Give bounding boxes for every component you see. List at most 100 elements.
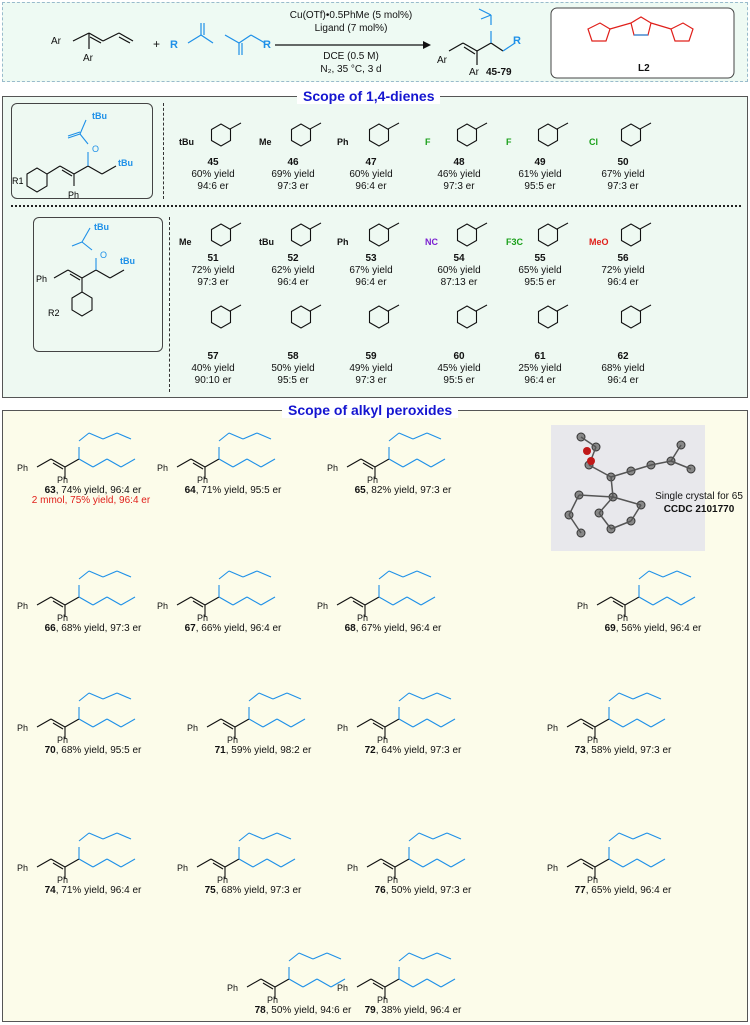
svg-text:Ph: Ph: [347, 863, 358, 873]
svg-text:Ph: Ph: [197, 475, 208, 483]
product-number-74: 74: [44, 885, 56, 896]
svg-text:O: O: [92, 144, 99, 154]
aryl-ring-62: [620, 304, 652, 329]
svg-text:Ph: Ph: [337, 237, 349, 247]
note-63-gram-scale: 2 mmol, 75% yield, 96:4 er: [31, 495, 151, 506]
ligand-label: L2: [638, 63, 650, 74]
product-number-65: 65: [354, 485, 366, 496]
compound-er-47: 96:4 er: [355, 181, 387, 192]
compound-er-49: 95:5 er: [524, 181, 556, 192]
reaction-scheme-panel: Ar Ar + R R Cu(OTf)•0.5PhMe (5 mol%) Lig…: [2, 2, 748, 82]
substituent-structure-50: Cl: [583, 115, 673, 158]
product-ar-1: Ar: [437, 55, 447, 66]
peroxide-r-left: R: [170, 39, 178, 51]
product-result-69: , 56% yield, 96:4 er: [615, 623, 702, 634]
svg-text:Ph: Ph: [17, 723, 28, 733]
product-number-75: 75: [204, 885, 216, 896]
substituent-structure-57: [173, 297, 263, 340]
svg-text:Ph: Ph: [357, 613, 368, 621]
diene-ar-label-2: Ar: [83, 53, 93, 64]
compound-yield-49: 61% yield: [518, 169, 562, 180]
substituent-structure-61: [500, 297, 590, 340]
crystal-caption-1: Single crystal for 65: [655, 491, 743, 502]
svg-text:Ph: Ph: [227, 735, 238, 743]
substituent-structure-51: Me: [173, 215, 263, 258]
peroxide-r-right: R: [263, 39, 271, 51]
aryl-ring-46: Me: [259, 122, 322, 147]
scope-dienes-title: Scope of 1,4-dienes: [297, 88, 441, 104]
aryl-ring-48: F: [425, 122, 488, 147]
aryl-ring-50: Cl: [589, 122, 652, 147]
svg-text:tBu: tBu: [94, 222, 109, 232]
product-caption-74: 74, 71% yield, 96:4 er: [23, 885, 163, 897]
compound-er-54: 87:13 er: [440, 277, 478, 288]
compound-er-45: 94:6 er: [197, 181, 229, 192]
substituent-structure-53: Ph: [331, 215, 421, 258]
compound-er-62: 96:4 er: [607, 375, 639, 386]
svg-text:Ph: Ph: [337, 137, 349, 147]
product-number-71: 71: [214, 745, 226, 756]
compound-num-48: 48: [453, 157, 465, 168]
compound-num-52: 52: [287, 253, 299, 264]
compound-er-55: 95:5 er: [524, 277, 556, 288]
product-number-68: 68: [344, 623, 356, 634]
compound-num-55: 55: [534, 253, 546, 264]
svg-text:Ph: Ph: [57, 613, 68, 621]
svg-text:tBu: tBu: [120, 256, 135, 266]
svg-text:Ph: Ph: [217, 875, 228, 883]
svg-text:Ph: Ph: [267, 995, 278, 1003]
svg-text:tBu: tBu: [259, 237, 274, 247]
svg-text:Ph: Ph: [377, 735, 388, 743]
product-number-72: 72: [364, 745, 376, 756]
compound-yield-54: 60% yield: [437, 265, 481, 276]
compound-yield-56: 72% yield: [601, 265, 645, 276]
aryl-ring-52: tBu: [259, 222, 322, 247]
svg-text:MeO: MeO: [589, 237, 609, 247]
aryl-ring-55: F3C: [506, 222, 569, 247]
compound-num-45: 45: [207, 157, 219, 168]
product-result-70: , 68% yield, 95:5 er: [55, 745, 142, 756]
substituent-structure-47: Ph: [331, 115, 421, 158]
product-number-79: 79: [364, 1005, 376, 1016]
svg-text:R1: R1: [12, 176, 24, 186]
substituent-structure-48: F: [419, 115, 509, 158]
product-result-66: , 68% yield, 97:3 er: [55, 623, 142, 634]
svg-text:F: F: [506, 137, 512, 147]
product-number-77: 77: [574, 885, 586, 896]
svg-text:tBu: tBu: [179, 137, 194, 147]
substituent-structure-55: F3C: [500, 215, 590, 258]
product-caption-63: 63, 74% yield, 96:4 er: [23, 485, 163, 497]
compound-yield-53: 67% yield: [349, 265, 393, 276]
diene-ar-label-1: Ar: [51, 36, 61, 47]
product-result-67: , 66% yield, 96:4 er: [195, 623, 282, 634]
compound-er-48: 97:3 er: [443, 181, 475, 192]
aryl-ring-47: Ph: [337, 122, 400, 147]
product-number-64: 64: [184, 485, 196, 496]
substituent-structure-54: NC: [419, 215, 509, 258]
aryl-ring-59: [368, 304, 400, 329]
compound-yield-50: 67% yield: [601, 169, 645, 180]
svg-text:Me: Me: [259, 137, 272, 147]
product-number-67: 67: [184, 623, 196, 634]
product-caption-65: 65, 82% yield, 97:3 er: [333, 485, 473, 497]
